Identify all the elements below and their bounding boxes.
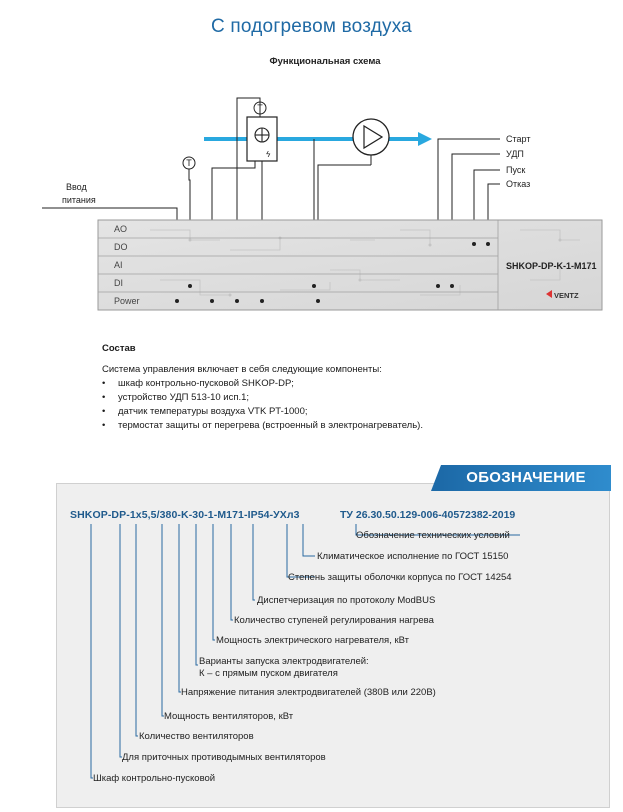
desc-voltage: Напряжение питания электродвигателей (38… [181, 687, 436, 698]
row-label-power: Power [114, 296, 140, 306]
composition-list: •шкаф контрольно-пусковой SHKOP-DP; •уст… [102, 377, 423, 433]
desc-cabinet: Шкаф контрольно-пусковой [93, 773, 216, 784]
desc-fan-count: Количество вентиляторов [139, 731, 254, 742]
heater-icon: ϟ [246, 116, 278, 162]
desc-start-direct: К – с прямым пуском двигателя [199, 668, 338, 679]
row-label-di: DI [114, 278, 123, 288]
banner-tail [431, 465, 441, 491]
control-cabinet: AO DO AI DI Power SHKOP-DP-K-1-M171 VENT… [97, 219, 603, 311]
ventz-logo: VENTZ [546, 290, 579, 300]
svg-text:VENTZ: VENTZ [554, 291, 579, 300]
desc-protection: Степень защиты оболочки корпуса по ГОСТ … [288, 572, 512, 583]
row-label-ao: AO [114, 224, 127, 234]
diagram-title: Функциональная схема [269, 56, 381, 67]
cabinet-model: SHKOP-DP-K-1-M171 [506, 261, 597, 271]
desc-tu: Обозначение технических условий [356, 530, 510, 541]
signal-label-start: Старт [506, 134, 530, 144]
page-title: С подогревом воздуха [211, 16, 412, 37]
composition-section: Состав Система управления включает в себ… [102, 343, 423, 433]
functional-diagram: ϟ T T Старт УДП Пуск Отказ [42, 97, 603, 311]
svg-text:ϟ: ϟ [266, 150, 271, 159]
signal-label-pusk: Пуск [506, 165, 525, 175]
designation-panel [56, 483, 610, 808]
list-item: •шкаф контрольно-пусковой SHKOP-DP; [102, 378, 294, 389]
composition-heading: Состав [102, 343, 136, 354]
row-label-ai: AI [114, 260, 123, 270]
desc-start-variants: Варианты запуска электродвигателей: [199, 656, 369, 667]
designation-banner: ОБОЗНАЧЕНИЕ [441, 465, 611, 491]
list-item: •термостат защиты от перегрева (встроенн… [102, 420, 423, 431]
row-label-do: DO [114, 242, 128, 252]
list-item: •датчик температуры воздуха VTK PT-1000; [102, 406, 308, 417]
airflow-arrow [204, 132, 432, 146]
desc-climate: Климатическое исполнение по ГОСТ 15150 [317, 551, 509, 562]
svg-text:T: T [186, 158, 192, 168]
fan-icon [352, 118, 390, 156]
power-input-label: питания [62, 195, 96, 205]
list-item: •устройство УДП 513-10 исп.1; [102, 392, 250, 403]
temperature-sensor-icon: T [182, 156, 196, 170]
desc-heating-steps: Количество ступеней регулирования нагрев… [234, 615, 434, 626]
desc-supply-smoke: Для приточных противодымных вентиляторов [122, 752, 326, 763]
power-input-label: Ввод [66, 182, 87, 192]
desc-fan-power: Мощность вентиляторов, кВт [164, 711, 294, 722]
signal-label-udp: УДП [506, 149, 524, 159]
desc-heater-power: Мощность электрического нагревателя, кВт [216, 635, 410, 646]
designation-tu: ТУ 26.30.50.129-006-40572382-2019 [340, 509, 516, 521]
signal-label-fault: Отказ [506, 179, 530, 189]
desc-dispatch: Диспетчеризация по протоколу ModBUS [257, 595, 436, 606]
composition-intro: Система управления включает в себя следу… [102, 364, 382, 375]
designation-code: SHKOP-DP-1х5,5/380-K-30-1-M171-IP54-УХл3 [70, 509, 300, 521]
